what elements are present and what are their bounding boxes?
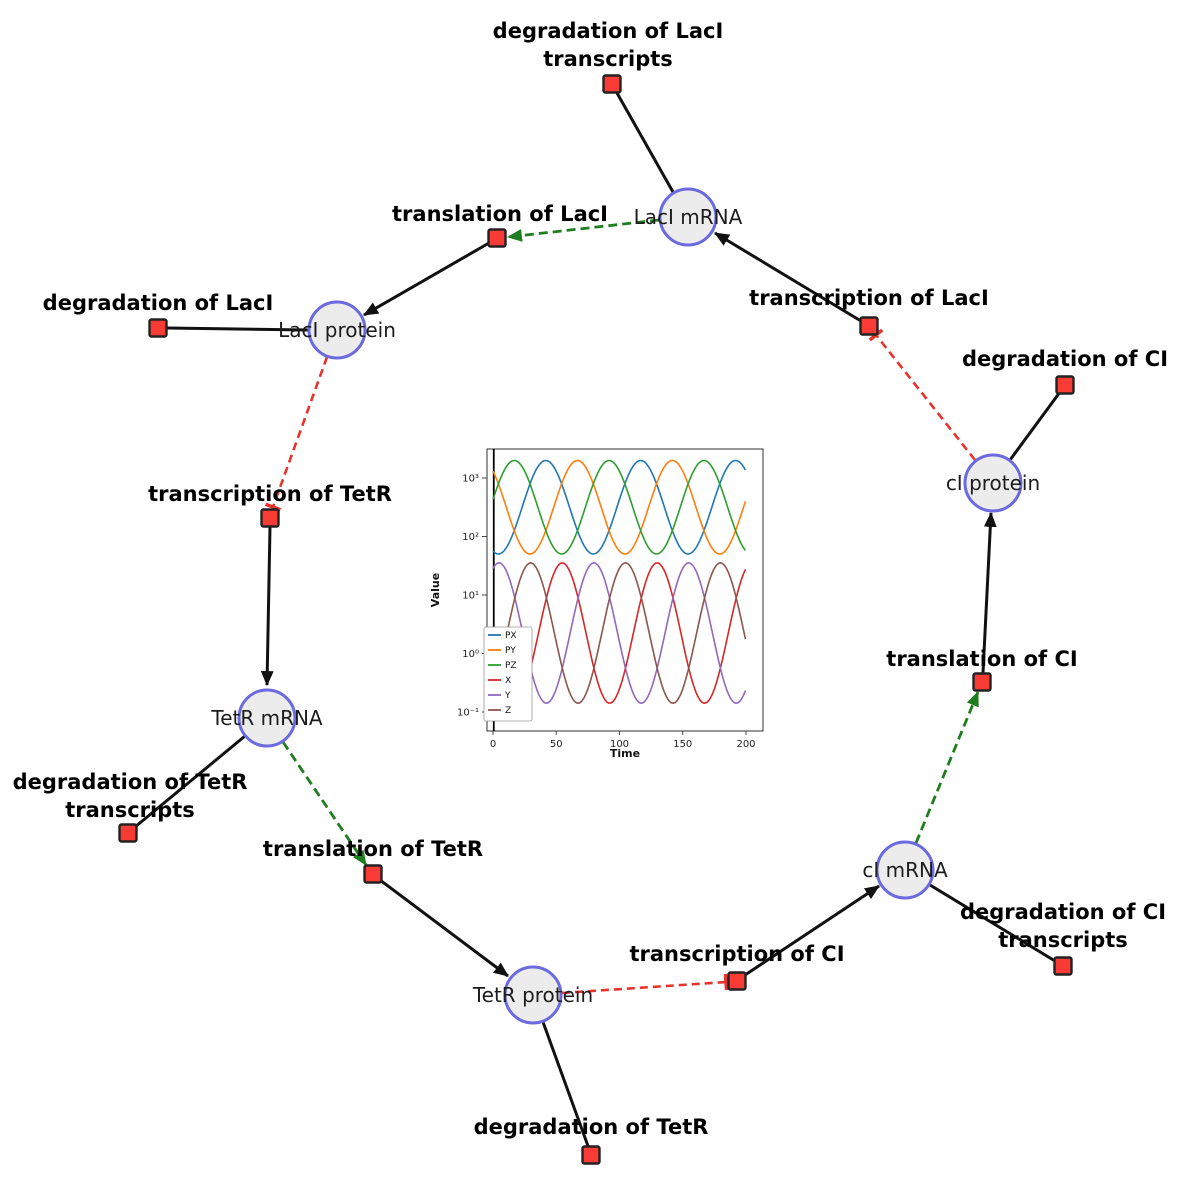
- series-Y: [492, 562, 747, 704]
- reaction-node-transcription-of-ci[interactable]: [727, 971, 747, 991]
- y-axis-label: Value: [429, 573, 442, 607]
- reaction-label-degradation-of-ci: degradation of CI: [962, 347, 1168, 371]
- reaction-node-degradation-of-tetr[interactable]: [581, 1145, 601, 1165]
- edge-consumption-tetr-mrna-to-degradation-of-tetr-transcripts: [134, 734, 246, 829]
- edges-layer: [134, 92, 1062, 1147]
- legend-label-PX: PX: [505, 631, 517, 641]
- y-tick-label: 10³: [462, 474, 479, 485]
- reaction-node-translation-of-laci[interactable]: [487, 228, 507, 248]
- edge-modifier-ci-mrna-to-translation-of-ci: [914, 691, 980, 844]
- edge-consumption-ci-protein-to-degradation-of-ci: [1008, 391, 1062, 461]
- reaction-node-degradation-of-laci-transcripts[interactable]: [602, 74, 622, 94]
- reaction-label-degradation-of-tetr: degradation of TetR: [474, 1115, 709, 1139]
- species-node-laci-mrna[interactable]: [658, 187, 718, 247]
- legend-label-X: X: [505, 676, 511, 686]
- y-tick-label: 10²: [462, 532, 479, 543]
- series-Z: [492, 562, 747, 704]
- series-PY: [492, 459, 747, 555]
- reaction-label-degradation-of-laci: degradation of LacI: [43, 291, 274, 315]
- reaction-node-degradation-of-laci[interactable]: [148, 318, 168, 338]
- species-node-tetr-mrna[interactable]: [237, 688, 297, 748]
- series-PX: [492, 459, 747, 555]
- species-node-ci-protein[interactable]: [963, 453, 1023, 513]
- reaction-label-degradation-of-tetr-transcripts-line2: transcripts: [65, 798, 195, 822]
- legend-label-PZ: PZ: [505, 661, 517, 671]
- reaction-label-degradation-of-ci-transcripts-line1: degradation of CI: [960, 900, 1166, 924]
- y-tick-label: 10⁻¹: [457, 708, 479, 719]
- chart-root: 0 50 100 150 200 10⁻¹ 10⁰ 10¹ 10² 10³ PX PY PZ XYZ: [457, 448, 764, 750]
- nodes-layer: [118, 74, 1075, 1165]
- x-tick-label: 150: [673, 739, 692, 750]
- plot-frame: [486, 448, 764, 732]
- x-tick-label: 50: [550, 739, 563, 750]
- reaction-node-degradation-of-tetr-transcripts[interactable]: [118, 823, 138, 843]
- series-X: [492, 562, 747, 704]
- reaction-label-translation-of-laci: translation of LacI: [392, 202, 608, 226]
- edge-production-transcription-of-tetr-to-tetr-mrna: [260, 526, 274, 687]
- species-label-tetr-mrna: TetR mRNA: [210, 706, 323, 730]
- edge-production-transcription-of-ci-to-ci-mrna: [744, 884, 880, 977]
- x-tick-label: 100: [610, 739, 629, 750]
- timecourse-plot: 0 50 100 150 200 10⁻¹ 10⁰ 10¹ 10² 10³ PX PY PZ XYZ Ti…: [425, 438, 775, 770]
- series-PZ: [492, 459, 747, 555]
- plot-background: [425, 438, 775, 770]
- legend-label-Y: Y: [504, 691, 511, 701]
- reaction-node-translation-of-tetr[interactable]: [363, 864, 383, 884]
- reaction-label-translation-of-ci: translation of CI: [886, 647, 1077, 671]
- reaction-label-transcription-of-tetr: transcription of TetR: [148, 482, 392, 506]
- x-tick-label: 200: [736, 739, 755, 750]
- species-label-ci-protein: cI protein: [946, 471, 1040, 495]
- reaction-node-degradation-of-ci[interactable]: [1055, 375, 1075, 395]
- reaction-label-degradation-of-laci-transcripts-line1: degradation of LacI: [493, 19, 724, 43]
- edge-consumption-tetr-protein-to-degradation-of-tetr: [541, 1021, 590, 1147]
- reaction-label-degradation-of-tetr-transcripts-line1: degradation of TetR: [13, 770, 248, 794]
- y-tick-label: 10⁰: [462, 649, 479, 660]
- reaction-node-degradation-of-ci-transcripts[interactable]: [1053, 956, 1073, 976]
- reaction-label-degradation-of-ci-transcripts-line2: transcripts: [998, 928, 1128, 952]
- edge-production-transcription-of-laci-to-laci-mrna: [714, 231, 862, 323]
- legend-label-Z: Z: [505, 706, 511, 716]
- species-node-tetr-protein[interactable]: [503, 965, 563, 1025]
- x-tick-label: 0: [490, 739, 496, 750]
- legend-label-PY: PY: [505, 646, 516, 656]
- edge-inhibition-ci-protein-to-transcription-of-laci: [868, 328, 977, 461]
- species-label-laci-protein: LacI protein: [278, 318, 396, 342]
- reaction-node-translation-of-ci[interactable]: [972, 672, 992, 692]
- edge-production-translation-of-laci-to-laci-protein: [363, 241, 490, 317]
- edge-consumption-laci-mrna-to-degradation-of-laci-transcripts: [615, 92, 675, 193]
- species-label-ci-mrna: cI mRNA: [862, 858, 948, 882]
- reaction-label-degradation-of-laci-transcripts-line2: transcripts: [543, 47, 673, 71]
- edge-modifier-laci-mrna-to-translation-of-laci: [506, 218, 660, 242]
- edge-inhibition-tetr-protein-to-transcription-of-ci: [561, 973, 729, 995]
- reaction-node-transcription-of-tetr[interactable]: [260, 508, 280, 528]
- edge-production-translation-of-tetr-to-tetr-protein: [379, 878, 509, 978]
- species-label-laci-mrna: LacI mRNA: [634, 205, 743, 229]
- reaction-label-translation-of-tetr: translation of TetR: [263, 837, 483, 861]
- y-tick-label: 10¹: [462, 591, 479, 602]
- species-node-ci-mrna[interactable]: [875, 840, 935, 900]
- species-node-laci-protein[interactable]: [307, 300, 367, 360]
- x-axis-label: Time: [610, 747, 640, 760]
- reaction-label-transcription-of-laci: transcription of LacI: [749, 286, 989, 310]
- edge-production-translation-of-ci-to-ci-protein: [981, 511, 997, 674]
- reaction-node-transcription-of-laci[interactable]: [859, 316, 879, 336]
- edge-modifier-tetr-mrna-to-translation-of-tetr: [281, 741, 368, 866]
- species-label-tetr-protein: TetR protein: [472, 983, 593, 1007]
- edge-consumption-ci-mrna-to-degradation-of-ci-transcripts: [929, 883, 1056, 963]
- edge-inhibition-laci-protein-to-transcription-of-tetr: [264, 356, 329, 512]
- edge-consumption-laci-protein-to-degradation-of-laci: [166, 326, 309, 332]
- reaction-label-transcription-of-ci: transcription of CI: [629, 942, 844, 966]
